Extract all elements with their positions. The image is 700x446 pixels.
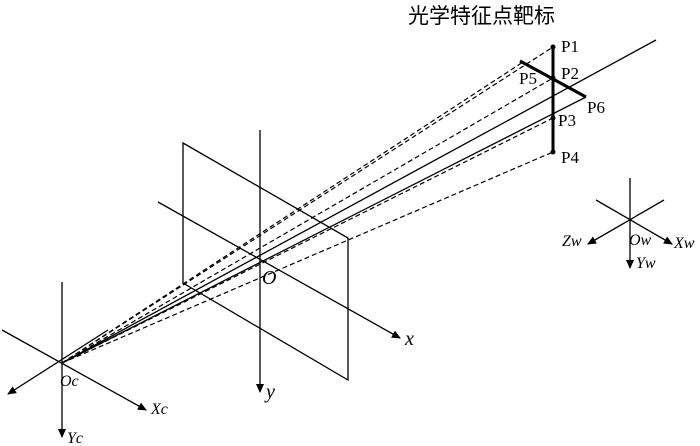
label-image-origin: O [262,267,276,289]
target-point-p4 [550,149,556,155]
ray-p1 [61,46,554,364]
ray-p5 [61,61,524,364]
label-p2: P2 [561,64,579,83]
ray-p6 [61,96,587,364]
label-camera-origin: Oc [60,373,79,390]
target-point-p3 [550,115,556,121]
label-camera-yc: Yc [67,430,83,446]
diagram-title: 光学特征点靶标 [408,4,555,28]
label-world-yw: Yw [636,255,656,272]
ray-p2 [61,77,554,364]
camera-zc-axis [7,329,109,395]
world-xw-axis [595,199,673,245]
label-p5: P5 [519,69,537,88]
label-image-y: y [264,381,275,403]
label-p1: P1 [561,37,579,56]
optical-axis [61,39,657,364]
camera-xc-axis [1,329,147,411]
image-plane [182,141,349,382]
label-p6: P6 [587,98,605,117]
label-image-x: x [404,328,414,350]
label-camera-xc: Xc [150,401,168,418]
label-world-zw: Zw [562,233,582,250]
label-world-xw: Xw [673,235,695,252]
label-p4: P4 [561,148,579,167]
label-p3: P3 [558,111,576,130]
target-point-p2 [550,75,556,81]
world-zw-axis [587,199,665,245]
target-point-p1 [550,44,556,50]
label-world-origin: Ow [629,232,652,249]
ray-p4 [61,151,554,364]
